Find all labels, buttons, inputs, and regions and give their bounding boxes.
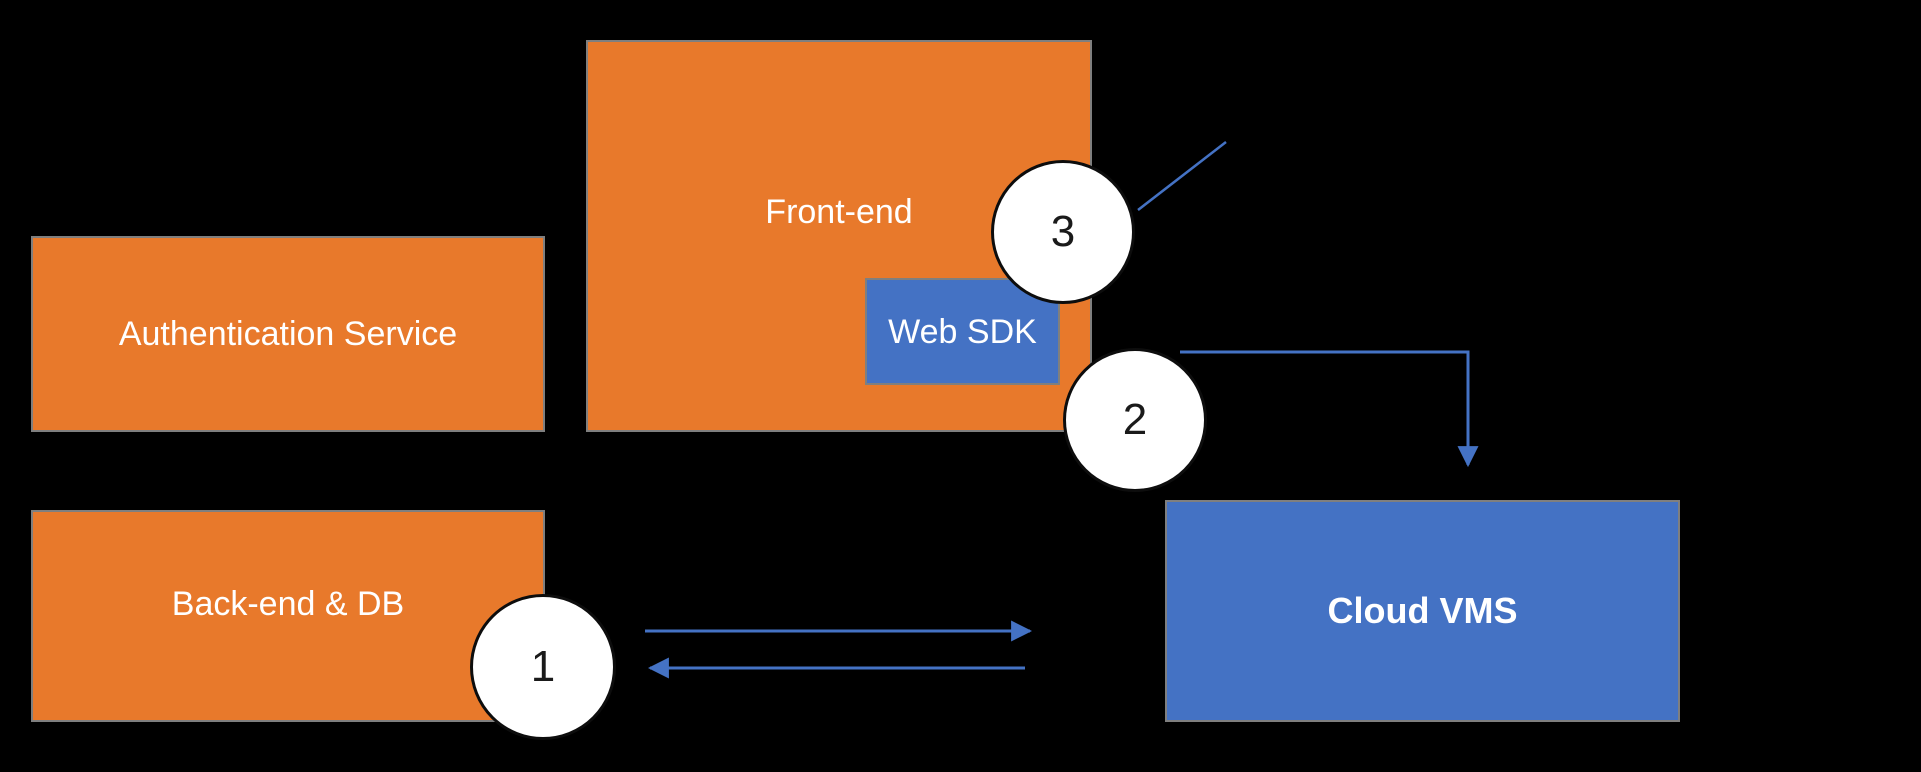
authentication-service-box[interactable]: Authentication Service <box>31 236 545 432</box>
cloud-vms-box[interactable]: Cloud VMS <box>1165 500 1680 722</box>
callout-badge-1[interactable]: 1 <box>470 594 616 740</box>
authentication-service-label: Authentication Service <box>118 315 458 353</box>
callout-3-leader <box>1137 141 1227 211</box>
cloud-vms-label: Cloud VMS <box>1327 590 1518 631</box>
web-sdk-box[interactable]: Web SDK <box>865 278 1060 385</box>
back-end-db-label: Back-end & DB <box>171 585 405 623</box>
callout-badge-2[interactable]: 2 <box>1063 348 1207 492</box>
callout-badge-1-label: 1 <box>530 642 556 691</box>
back-end-db-box[interactable]: Back-end & DB <box>31 510 545 722</box>
callout-badge-2-label: 2 <box>1122 395 1148 444</box>
callout-badge-3[interactable]: 3 <box>991 160 1135 304</box>
websdk-to-cloud-elbow <box>1180 350 1479 468</box>
web-sdk-label: Web SDK <box>888 312 1037 351</box>
callout-badge-3-label: 3 <box>1050 207 1076 256</box>
front-end-label: Front-end <box>765 193 913 231</box>
